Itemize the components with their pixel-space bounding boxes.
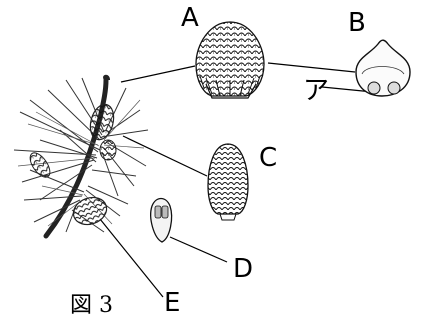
leader-line-c (123, 136, 207, 176)
branch-cone-upper (87, 102, 118, 142)
label-a-part: ア (303, 78, 329, 104)
label-b: B (348, 10, 366, 36)
pine-branch (14, 75, 148, 236)
branch-cone-lower (100, 140, 116, 160)
leader-line-a (121, 66, 195, 82)
label-c: C (259, 145, 277, 171)
label-d: D (233, 256, 253, 282)
figure-caption: 図 3 (70, 295, 113, 317)
cone-a-drawing (196, 22, 264, 98)
ovule-right (388, 82, 400, 94)
label-a: A (181, 5, 199, 31)
leader-line-b (268, 63, 355, 72)
label-e: E (164, 290, 180, 316)
ovule-left (368, 82, 380, 94)
scale-d-drawing (151, 199, 172, 243)
scale-b-drawing (356, 40, 410, 96)
leader-line-d (170, 237, 227, 262)
cone-c-drawing (208, 144, 248, 220)
